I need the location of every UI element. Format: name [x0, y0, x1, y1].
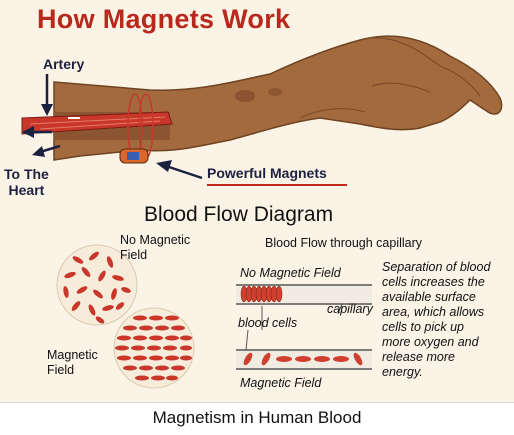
- capillary-heading: Blood Flow through capillary: [265, 236, 423, 250]
- capillary-no-field: [236, 284, 372, 305]
- artery-vessel: [21, 111, 173, 135]
- image-caption: Magnetism in Human Blood: [152, 408, 362, 427]
- caption-bar: [0, 402, 514, 435]
- forearm-hand: [53, 35, 503, 161]
- capillary-field: [236, 349, 372, 370]
- magnetic-field-capillary-label: Magnetic Field: [240, 376, 322, 390]
- magnets-underline: [207, 184, 347, 186]
- artery-label: Artery: [43, 56, 85, 72]
- capillary-label: capillary: [327, 302, 373, 316]
- powerful-magnets-label: Powerful Magnets: [207, 165, 327, 181]
- no-field-capillary-label: No Magnetic Field: [240, 266, 341, 280]
- blood-flow-diagram-title: Blood Flow Diagram: [144, 203, 334, 226]
- page-title: How Magnets Work: [37, 4, 291, 34]
- blood-cells-label: blood cells: [238, 316, 298, 330]
